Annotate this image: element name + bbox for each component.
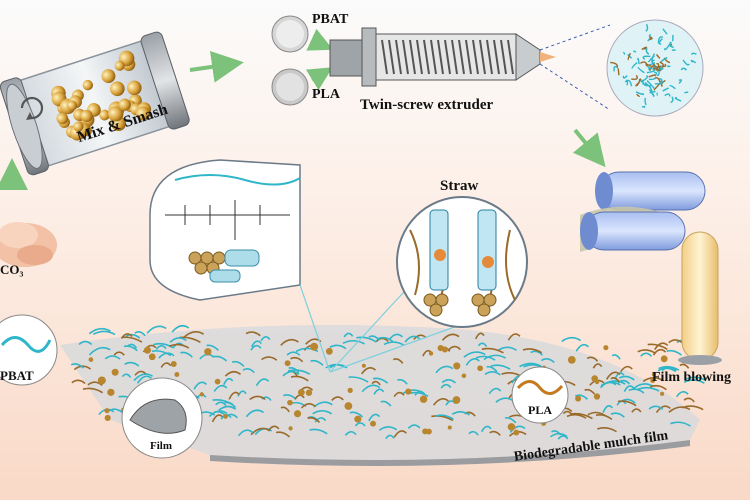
film-label: Film	[150, 440, 172, 452]
zoom-lines	[539, 24, 611, 111]
pla-pellets	[271, 68, 309, 106]
film-blowing-label: Film blowing	[652, 370, 731, 385]
blend-microstructure	[606, 19, 704, 117]
caco3-powder	[0, 222, 57, 267]
process-arrows	[0, 50, 606, 190]
film-bubble	[121, 377, 203, 459]
pla-chain-bubble	[511, 366, 569, 424]
caco3-label: CO₃	[0, 262, 24, 277]
screw-thread	[381, 39, 514, 75]
straw-beads	[51, 50, 152, 141]
straw-label: Straw	[440, 178, 479, 194]
chemical-structure-zoom	[149, 159, 301, 301]
straw-zoom	[396, 196, 528, 328]
pla-top-label: PLA	[312, 87, 340, 102]
pbat-top-label: PBAT	[312, 12, 349, 27]
pbat-pellets	[271, 15, 309, 53]
extruder-icon	[329, 27, 556, 87]
mix-cylinder-icon	[0, 31, 190, 176]
pellet-arrows	[305, 28, 334, 91]
pbat-chain-bubble	[0, 314, 58, 386]
zoom-connectors	[299, 279, 461, 373]
mulch-film-sheet	[60, 325, 700, 466]
refresh-icon	[20, 96, 44, 120]
roller-icon	[580, 171, 706, 252]
film-bubble-icon	[678, 231, 722, 365]
pbat-left-label: PBAT	[0, 368, 34, 383]
extruder-label: Twin-screw extruder	[360, 97, 494, 113]
pla-right-label: PLA	[528, 403, 552, 417]
